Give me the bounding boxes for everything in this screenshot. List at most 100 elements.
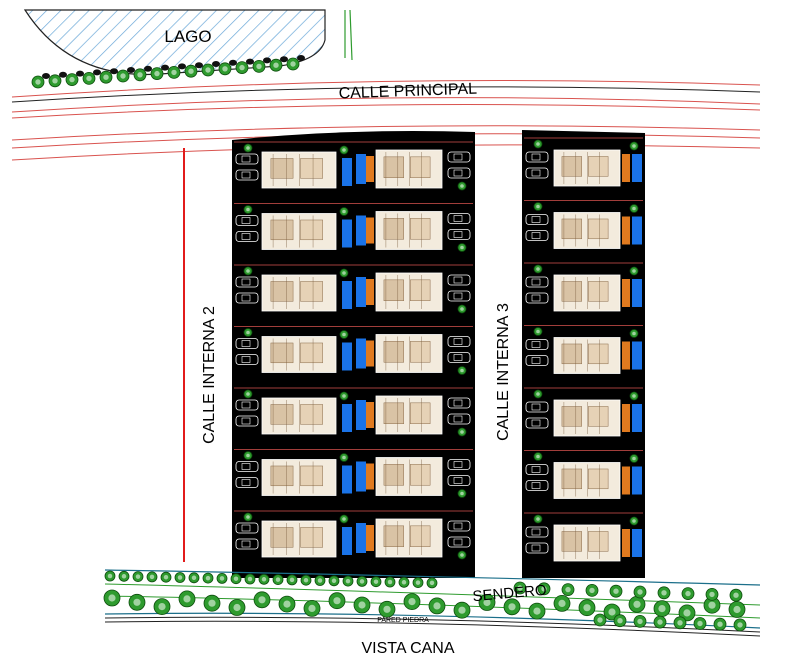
car-icon [447,336,471,347]
tree-icon [188,572,200,584]
house-plan [553,212,621,249]
car-icon [525,276,549,288]
tree-icon [457,550,467,560]
tree-icon [178,590,196,608]
tree-icon [633,585,647,599]
tree-icon [243,328,253,337]
shrub-icon [297,55,305,61]
house-plan [553,524,621,562]
tree-icon [593,613,607,627]
car-icon [235,522,259,534]
tree-icon [613,614,627,628]
house-plan [375,518,443,558]
car-icon [235,153,259,165]
house-plan [261,213,337,250]
tree-icon [713,617,727,631]
pool [342,527,352,555]
car-icon [525,339,549,350]
car-icon [235,538,259,550]
lot [234,449,473,498]
tree-icon [353,596,371,614]
tree-icon [218,62,232,76]
tree-icon [561,583,575,596]
pool [342,281,352,309]
car-icon [525,542,549,554]
lake-tree-row [31,55,305,89]
car-icon [525,480,549,491]
pool [632,279,642,307]
car-icon [235,231,259,242]
tree-icon [150,67,164,80]
tree-icon [243,266,253,276]
terrace [622,466,630,495]
tree-icon [457,243,467,252]
right-block [522,130,645,578]
house-plan [261,520,337,558]
tree-icon [703,596,721,614]
tree-icon [258,573,270,585]
pool [632,154,642,182]
terrace [366,402,374,428]
tree-icon [533,139,543,149]
tree-icon [286,574,298,586]
house-plan [375,211,443,250]
car-icon [235,461,259,472]
lot [524,262,643,312]
pool [356,400,366,430]
tree-icon [398,576,410,588]
house-plan [375,272,443,312]
tree-icon [269,58,283,72]
shrub-icon [76,70,84,77]
lot [524,450,643,499]
tree-icon [629,141,639,151]
lot [234,510,473,560]
tree-icon [174,572,186,583]
car-icon [447,151,471,163]
tree-icon [339,391,349,401]
pool [356,215,366,246]
tree-icon [628,595,646,613]
pool [632,529,642,557]
tree-icon [533,264,543,274]
tree-icon [243,389,253,399]
car-icon [447,274,471,286]
house-plan [553,399,621,437]
stone-wall-label: PARED PIEDRA [377,617,429,624]
tree-icon [244,573,256,585]
car-icon [525,464,549,475]
car-icon [235,215,259,226]
tree-icon [457,366,467,375]
trail-area: SENDERO PARED PIEDRA VISTA CANA [103,569,761,657]
tree-icon [235,61,249,74]
house-plan [375,395,443,435]
tree-icon [629,391,639,401]
terrace [366,463,374,490]
pool [342,158,352,186]
car-icon [447,520,471,532]
tree-icon [278,595,296,613]
tree-icon [201,63,215,77]
shrub-icon [161,64,169,71]
car-icon [447,167,471,179]
tree-icon [228,599,246,616]
car-icon [525,355,549,366]
tree-icon [243,451,253,460]
tree-icon [578,599,596,617]
shrub-icon [110,68,118,75]
lot [524,512,643,562]
tree-icon [116,69,130,83]
house-plan [553,462,621,499]
car-icon [447,536,471,548]
lot [524,387,643,437]
tree-icon [728,601,746,618]
tree-icon [657,586,671,600]
tree-icon [300,574,312,586]
tree-icon [272,574,284,585]
car-icon [235,399,259,411]
tree-icon [48,74,62,88]
tree-icon [253,591,271,609]
tree-icon [303,600,321,617]
pool [356,461,366,492]
tree-icon [118,570,130,582]
tree-icon [252,60,266,73]
